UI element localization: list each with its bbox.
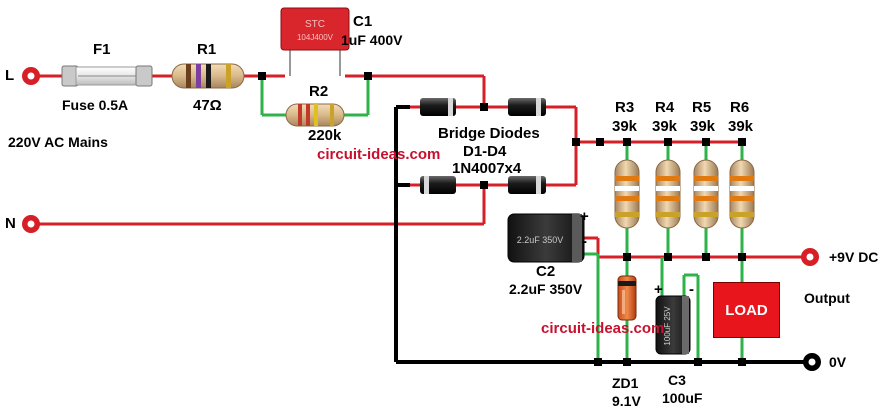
label-c1-value: 1uF 400V <box>341 32 403 48</box>
c3-print: 100uF 25V <box>663 306 672 346</box>
capacitor-c3: 100uF 25V <box>655 295 691 355</box>
label-l: L <box>5 67 15 84</box>
label-f1: F1 <box>93 41 111 58</box>
label-r6: R6 <box>730 99 750 116</box>
label-r3: R3 <box>615 99 635 116</box>
resistor-r4 <box>655 159 681 229</box>
label-r2: R2 <box>309 83 329 100</box>
resistor-r1 <box>171 63 245 89</box>
label-c3-value: 100uF <box>662 390 703 406</box>
label-zd1-value: 9.1V <box>612 393 641 409</box>
label-c3-minus: - <box>689 281 694 298</box>
label-output-pos: +9V DC <box>829 249 879 265</box>
terminal-0v <box>803 353 821 371</box>
label-r1-value: 47Ω <box>193 97 222 114</box>
terminal-9v <box>801 248 819 266</box>
capacitor-c1: STC 104J400V <box>280 7 350 76</box>
label-n: N <box>5 215 16 232</box>
label-c2-minus: - <box>582 233 587 250</box>
label-mains: 220V AC Mains <box>8 134 108 150</box>
c1-code: 104J400V <box>297 33 334 42</box>
zener-zd1 <box>617 275 637 321</box>
load-label: LOAD <box>725 301 768 319</box>
label-c3-plus: + <box>654 281 663 298</box>
label-r4: R4 <box>655 99 675 116</box>
resistor-r5 <box>693 159 719 229</box>
watermark-top: circuit-ideas.com <box>317 146 441 163</box>
terminal-l <box>22 67 40 85</box>
c2-print: 2.2uF 350V <box>517 235 564 245</box>
label-fuse: Fuse 0.5A <box>62 97 129 113</box>
diode-d4 <box>508 176 546 194</box>
label-r4-value: 39k <box>652 118 678 135</box>
resistor-r3 <box>614 159 640 229</box>
label-r5-value: 39k <box>690 118 716 135</box>
resistor-r6 <box>729 159 755 229</box>
junction-dots <box>258 72 746 366</box>
label-zd1: ZD1 <box>612 375 639 391</box>
label-r5: R5 <box>692 99 712 116</box>
label-r1: R1 <box>197 41 217 58</box>
capacitor-c2: 2.2uF 350V <box>507 213 585 263</box>
load-block: LOAD <box>713 282 780 338</box>
label-r3-value: 39k <box>612 118 638 135</box>
watermark-bottom: circuit-ideas.com <box>541 320 665 337</box>
diode-d1 <box>420 98 456 116</box>
resistor-r2 <box>285 103 345 127</box>
label-bridge-part: 1N4007x4 <box>452 160 522 177</box>
label-c2-plus: + <box>580 208 589 225</box>
label-output: Output <box>804 290 850 306</box>
c1-print: STC <box>305 19 325 30</box>
label-r6-value: 39k <box>728 118 754 135</box>
label-c2-value: 2.2uF 350V <box>509 281 583 297</box>
label-bridge-ref: D1-D4 <box>463 143 507 160</box>
label-c1: C1 <box>353 13 373 30</box>
label-output-gnd: 0V <box>829 354 847 370</box>
label-c3: C3 <box>668 372 686 388</box>
label-r2-value: 220k <box>308 127 342 144</box>
terminal-n <box>22 215 40 233</box>
diode-d3 <box>420 176 456 194</box>
label-bridge-title: Bridge Diodes <box>438 125 540 142</box>
diode-d2 <box>508 98 546 116</box>
fuse-f1 <box>61 65 153 87</box>
green-wires <box>260 76 744 362</box>
label-c2: C2 <box>536 263 556 280</box>
